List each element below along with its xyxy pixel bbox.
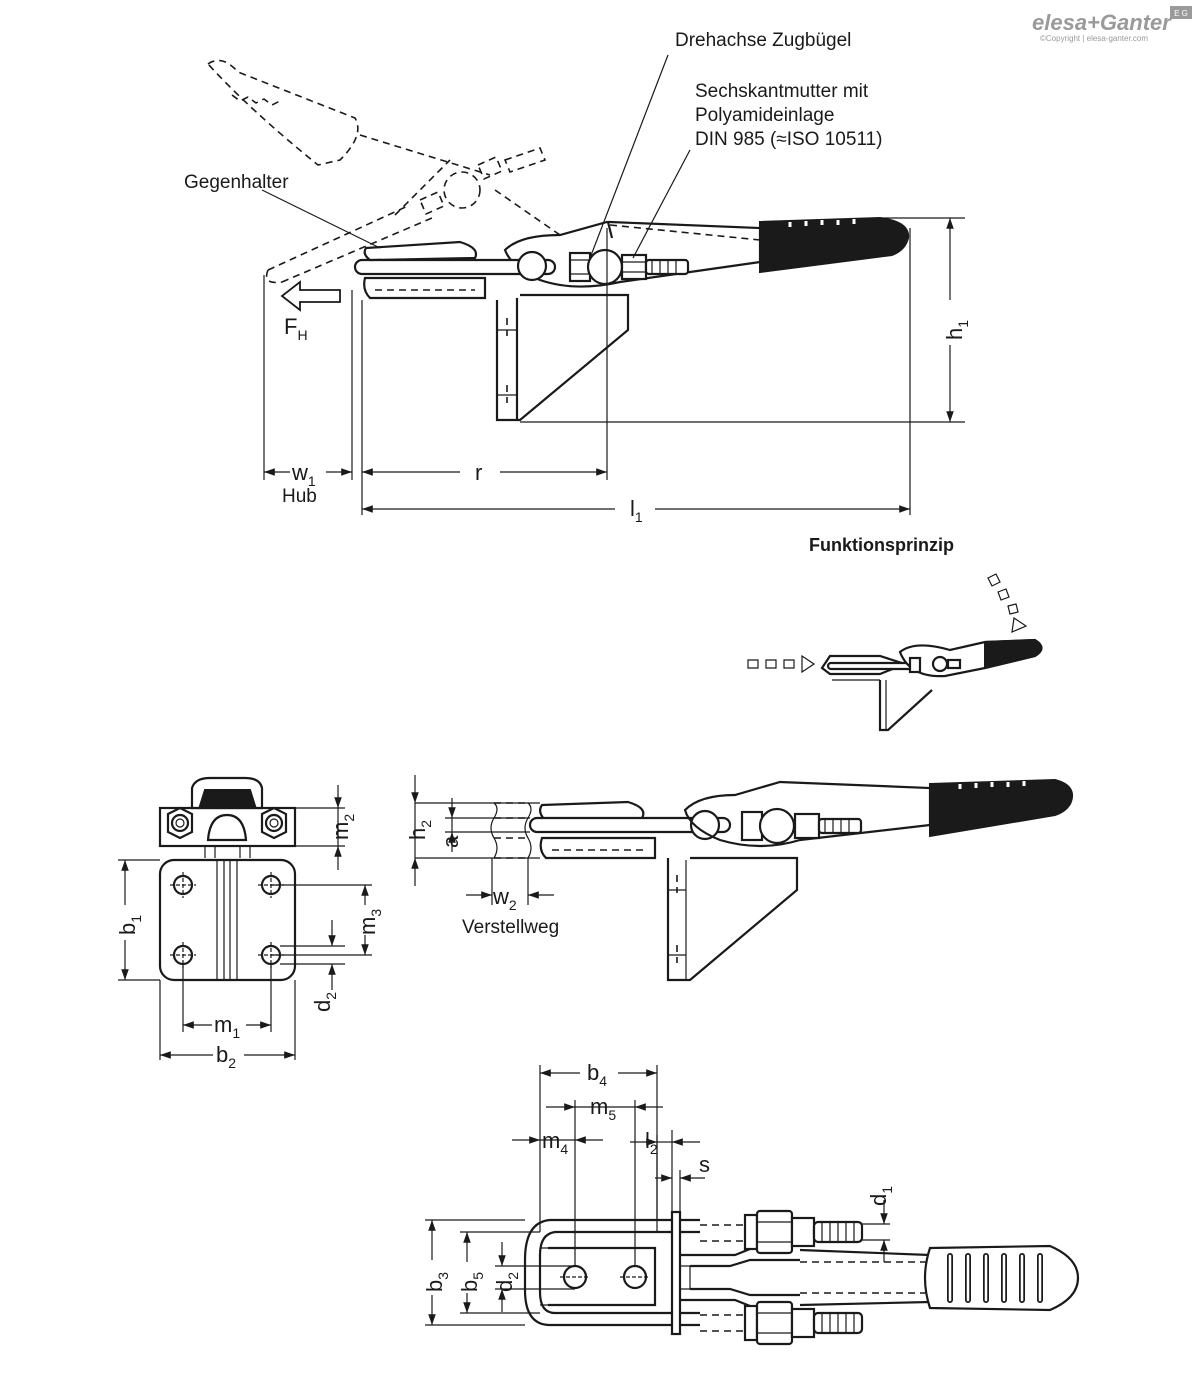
dim-m2: m2 — [328, 814, 357, 840]
dim-a: a — [438, 835, 463, 848]
dim-s: s — [699, 1152, 710, 1177]
dim-h1: h1 — [942, 320, 971, 340]
dim-m5: m5 — [590, 1094, 616, 1123]
dim-d2-top: d2 — [492, 1272, 521, 1292]
dim-m3: m3 — [355, 909, 384, 935]
dim-l2: l2 — [645, 1128, 658, 1157]
logo-text: elesa+Ganter — [1032, 10, 1172, 35]
dim-b4: b4 — [587, 1060, 607, 1089]
main-side-view: FH w1 Hub r l1 h1 Drehachse Zugbügel Sec… — [184, 30, 971, 525]
hex-nut-right — [260, 806, 288, 840]
hex-nut-left — [166, 806, 194, 840]
label-nut-line3: DIN 985 (≈ISO 10511) — [695, 129, 883, 150]
dim-h2: h2 — [405, 820, 434, 840]
label-stroke: Hub — [282, 486, 317, 507]
function-principle-view: Funktionsprinzip — [747, 535, 1043, 732]
dim-d2-front: d2 — [310, 992, 339, 1012]
label-counter-holder: Gegenhalter — [184, 172, 289, 193]
label-nut-line2: Polyamideinlage — [695, 105, 834, 126]
dim-m4: m4 — [542, 1128, 568, 1157]
dim-b2: b2 — [216, 1042, 236, 1071]
dim-d1: d1 — [866, 1186, 895, 1206]
dim-b1: b1 — [115, 915, 144, 935]
logo-badge-text: E G — [1174, 9, 1188, 18]
dim-r: r — [475, 460, 482, 485]
dim-w2: w2 — [492, 884, 517, 913]
front-view: m2 b1 m3 d2 m1 b2 — [115, 776, 384, 1071]
dim-l1: l1 — [630, 496, 643, 525]
label-pivot-axis: Drehachse Zugbügel — [675, 30, 851, 51]
label-function-principle: Funktionsprinzip — [809, 535, 954, 555]
label-adjustment-travel: Verstellweg — [462, 917, 559, 938]
brand-logo: elesa+Ganter E G ©Copyright | elesa-gant… — [1032, 6, 1192, 43]
label-nut-line1: Sechskantmutter mit — [695, 81, 869, 102]
logo-badge — [1170, 6, 1192, 19]
force-fh-label: FH — [284, 314, 308, 343]
dim-b5: b5 — [457, 1272, 486, 1292]
dim-m1: m1 — [214, 1012, 240, 1041]
top-view: b4 m5 m4 l2 s d1 b3 b5 — [422, 1060, 1080, 1346]
logo-copyright: ©Copyright | elesa-ganter.com — [1040, 34, 1148, 43]
dim-w1: w1 — [291, 460, 316, 489]
dim-b3: b3 — [422, 1272, 451, 1292]
adjustment-side-view: h2 a w2 Verstellweg — [405, 775, 1074, 982]
